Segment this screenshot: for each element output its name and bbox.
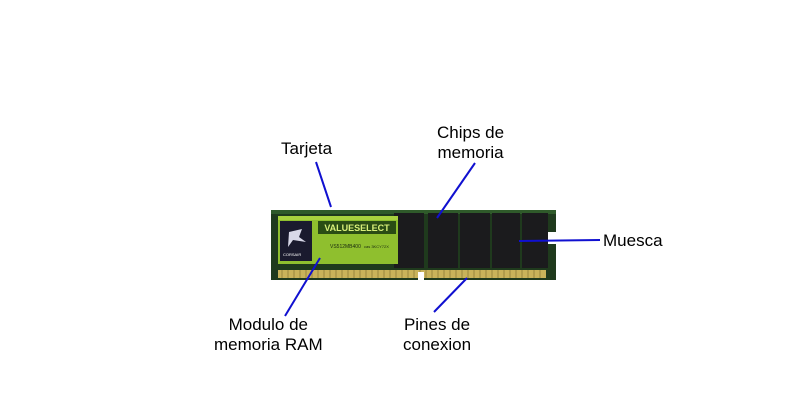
module-sticker: CORSAIR VALUESELECT VS512MB400 cas 3KCY7… <box>278 216 398 264</box>
code-text: cas 3KCY72X <box>364 244 389 249</box>
corsair-logo-icon <box>288 229 306 247</box>
memory-chip <box>492 213 520 268</box>
label-muesca: Muesca <box>603 231 663 250</box>
side-notch <box>548 232 556 244</box>
label-tarjeta: Tarjeta <box>281 139 333 158</box>
key-notch <box>418 272 424 280</box>
sticker-small-text: CORSAIR <box>283 252 301 257</box>
label-pines-de-conexion: Pines de conexion <box>403 315 472 354</box>
memory-chip <box>428 213 458 268</box>
brand-logo-text: VALUESELECT <box>324 223 390 233</box>
gold-pins <box>278 270 546 278</box>
leader-muesca <box>518 239 601 242</box>
leader-pines <box>433 277 468 313</box>
leader-modulo <box>284 257 321 317</box>
leader-chips <box>436 162 476 219</box>
ram-module: CORSAIR VALUESELECT VS512MB400 cas 3KCY7… <box>271 210 556 280</box>
leader-tarjeta <box>315 161 332 208</box>
label-modulo-de-memoria-ram: Modulo de memoria RAM <box>214 315 323 354</box>
label-chips-de-memoria: Chips de memoria <box>437 123 505 162</box>
leader-lines <box>284 161 601 317</box>
memory-chip <box>460 213 490 268</box>
part-number-text: VS512MB400 <box>330 244 361 250</box>
